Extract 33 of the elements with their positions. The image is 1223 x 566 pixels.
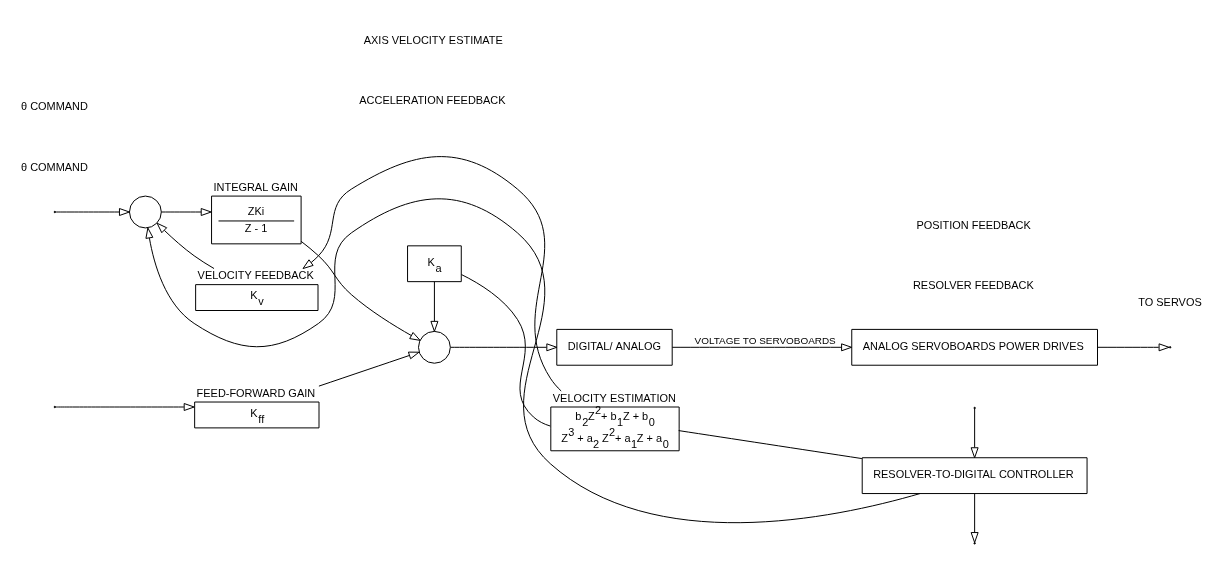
label: TO SERVOS — [1138, 295, 1202, 308]
node-box: ZKi Z - 1 — [211, 195, 302, 244]
node-box: RESOLVER-TO-DIGITAL CONTROLLER — [861, 456, 1088, 494]
arrow — [55, 402, 195, 411]
label: AXIS VELOCITY ESTIMATE — [363, 33, 503, 46]
node-label: FEED-FORWARD GAIN — [196, 386, 316, 399]
label: POSITION FEEDBACK — [916, 218, 1031, 231]
arrow — [970, 407, 979, 458]
arrow — [430, 280, 439, 332]
node-box: DIGITAL/ ANALOG — [556, 328, 673, 366]
connector — [461, 273, 551, 427]
label: θ COMMAND — [21, 99, 88, 112]
edge-label: VOLTAGE TO SERVOBOARDS — [694, 334, 836, 346]
label: ACCELERATION FEEDBACK — [359, 93, 506, 106]
arrow — [1097, 342, 1170, 351]
arrow — [156, 222, 215, 269]
arrow — [450, 342, 558, 351]
arrow — [970, 492, 979, 543]
arrow — [302, 155, 562, 392]
node-box: ANALOG SERVOBOARDS POWER DRIVES — [851, 328, 1098, 366]
arrow — [671, 342, 853, 351]
arrow — [145, 197, 921, 523]
arrow — [300, 240, 421, 341]
node-label: INTEGRAL GAIN — [213, 180, 299, 193]
label: RESOLVER FEEDBACK — [912, 278, 1034, 291]
arrow — [161, 207, 212, 216]
connector — [678, 429, 863, 459]
node-circle — [129, 195, 162, 228]
node-circle — [418, 330, 451, 364]
label: θ COMMAND — [21, 160, 88, 173]
arrow — [55, 207, 130, 216]
arrow — [318, 351, 420, 387]
node-label: VELOCITY FEEDBACK — [197, 268, 314, 281]
